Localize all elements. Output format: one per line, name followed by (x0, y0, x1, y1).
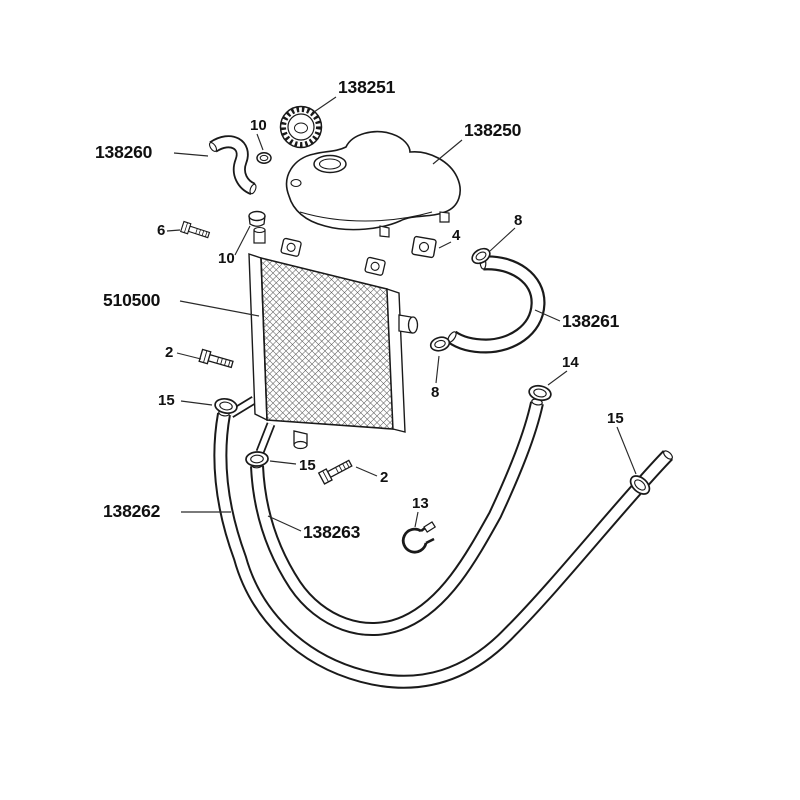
leader-510500 (179, 300, 260, 317)
hose-clamp-13 (401, 521, 437, 554)
label-510500: 510500 (103, 290, 161, 310)
label-138261: 138261 (562, 311, 620, 331)
leader-13 (414, 511, 419, 528)
o-ring-14 (526, 383, 554, 403)
leader-15-right (616, 426, 637, 475)
leader-4 (438, 241, 452, 249)
callout-13: 13 (412, 495, 429, 512)
filler-neck-opening (313, 154, 347, 174)
bolt-6 (180, 220, 211, 241)
callout-15-right: 15 (607, 410, 624, 427)
leader-138250 (432, 139, 463, 165)
radiator-mount-tab (280, 237, 302, 257)
label-138263: 138263 (303, 522, 361, 542)
leader-2-lower (355, 466, 378, 477)
tank-mount-nub (379, 225, 390, 238)
radiator (228, 226, 419, 454)
tank-mount-nub (439, 211, 450, 223)
leader-2-left (176, 352, 202, 360)
leader-15-left (180, 400, 213, 406)
label-138260: 138260 (95, 142, 153, 162)
o-ring-15-left (213, 396, 239, 416)
o-ring-8-lower (428, 334, 452, 354)
bolt-2-lower (318, 457, 354, 485)
callout-15-left: 15 (158, 392, 175, 409)
callout-8-upper: 8 (514, 212, 522, 229)
leader-6 (166, 229, 181, 232)
hose-end-opening (663, 450, 673, 460)
leader-8-upper (489, 227, 516, 252)
bolt-2-left (198, 348, 235, 371)
leader-14 (547, 370, 568, 386)
callout-4: 4 (452, 227, 461, 244)
callout-10-lower: 10 (218, 250, 235, 267)
leader-10-lower (234, 225, 251, 256)
leader-138251 (313, 96, 337, 113)
grommet-10-lower (248, 210, 266, 227)
label-138251: 138251 (338, 77, 396, 97)
leader-15-middle (269, 460, 297, 465)
hose-end-opening (208, 142, 218, 152)
label-138250: 138250 (464, 120, 522, 140)
callout-2-lower: 2 (380, 469, 388, 486)
expansion-tank (285, 130, 461, 238)
leader-10-upper (256, 133, 264, 151)
radiator-cap (279, 105, 323, 149)
hose-138262 (213, 409, 674, 689)
tank-nipple (290, 178, 302, 188)
cap-knurl (281, 107, 321, 147)
radiator-core (260, 256, 394, 430)
callout-15-middle: 15 (299, 457, 316, 474)
label-138262: 138262 (103, 501, 161, 521)
callout-6: 6 (157, 222, 165, 239)
part-labels: 138251 138250 138260 10 6 10 4 8 510500 … (95, 77, 624, 542)
leader-138260 (173, 152, 209, 157)
callout-14: 14 (562, 354, 579, 371)
leader-lines (166, 96, 637, 532)
radiator-right-tank (386, 288, 406, 433)
leader-138263 (267, 515, 302, 532)
leader-8-lower (435, 355, 440, 384)
callout-2-left: 2 (165, 344, 173, 361)
hose-138260 (208, 135, 257, 196)
callout-10-upper: 10 (250, 117, 267, 134)
radiator-mount-tab (364, 256, 386, 276)
leader-138261 (534, 309, 561, 322)
hose-end-opening (249, 183, 257, 195)
clamp-screw (423, 521, 437, 533)
callout-8-lower: 8 (431, 384, 439, 401)
grommet-10-upper (256, 152, 272, 164)
hose-138261 (447, 255, 546, 354)
o-ring-15-middle (244, 450, 270, 468)
mounting-pad-4 (411, 235, 437, 259)
